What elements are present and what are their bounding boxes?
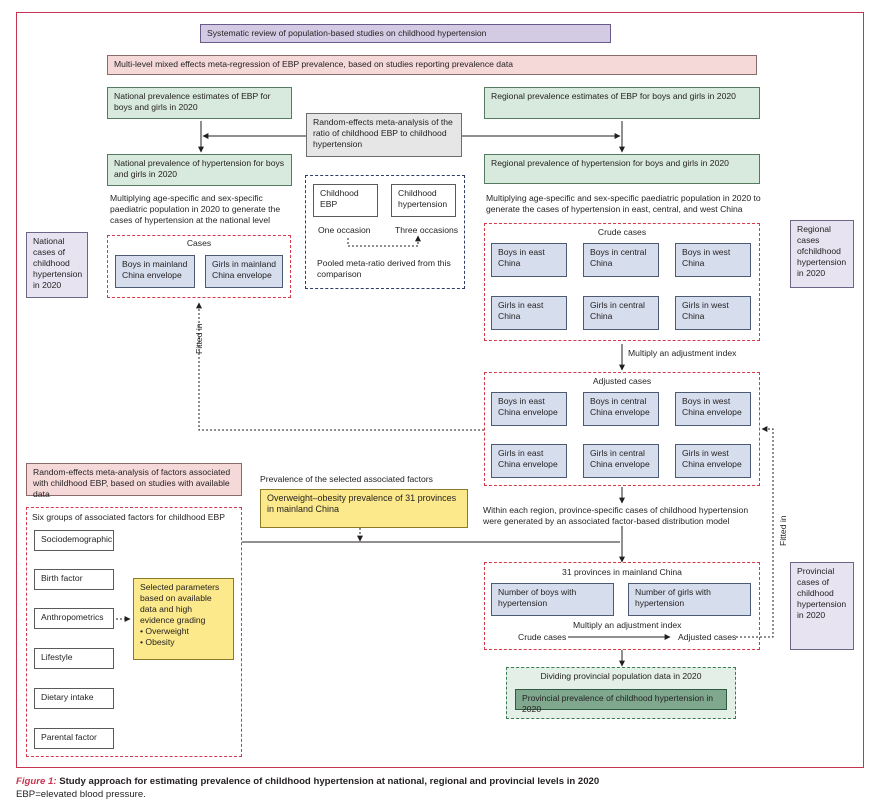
selected-parameters-text: Selected parameters based on available d… [140,582,220,625]
adjusted-boys-west: Boys in west China envelope [675,392,751,426]
one-occasion-label: One occasion [318,225,371,235]
pooled-meta-ratio-text: Pooled meta-ratio derived from this comp… [317,258,451,279]
adjusted-girls-east: Girls in east China envelope [491,444,567,478]
crude-boys-west: Boys in west China [675,243,751,277]
ratio-comparison-group [305,175,465,289]
figure-caption: Figure 1: Study approach for estimating … [16,775,866,801]
adjusted-boys-central: Boys in central China envelope [583,392,659,426]
provincial-boys-box: Number of boys with hypertension [491,583,614,616]
provincial-cases-side-label: Provincial cases of childhood hypertensi… [790,562,854,650]
national-multiplying-text: Multiplying age-specific and sex-specifi… [110,193,281,225]
provincial-crude-cases-label: Crude cases [518,632,567,642]
adjusted-girls-central: Girls in central China envelope [583,444,659,478]
provincial-adjusted-cases-label: Adjusted cases [678,632,737,642]
figure-note: EBP=elevated blood pressure. [16,789,146,800]
fitted-in-national-label: Fitted in [194,323,204,354]
crude-boys-east: Boys in east China [491,243,567,277]
regional-adjustment-label: Multiply an adjustment index [628,348,737,358]
regional-ebp-estimates: Regional prevalence estimates of EBP for… [484,87,760,119]
adjusted-girls-west: Girls in west China envelope [675,444,751,478]
provincial-girls-box: Number of girls with hypertension [628,583,751,616]
adjusted-cases-title: Adjusted cases [592,376,652,386]
ratio-meta-analysis-box: Random-effects meta-analysis of the rati… [306,113,462,157]
crude-girls-east: Girls in east China [491,296,567,330]
six-groups-container [26,507,242,757]
provinces-title: 31 provinces in mainland China [562,567,682,577]
three-occasions-label: Three occasions [395,225,459,235]
national-girls-box: Girls in mainland China envelope [205,255,283,288]
six-groups-title: Six groups of associated factors for chi… [32,512,225,522]
crude-girls-west: Girls in west China [675,296,751,330]
fitted-in-provincial-label: Fitted in [778,515,788,546]
provincial-adjustment-label: Multiply an adjustment index [573,620,682,630]
factor-parental: Parental factor [34,728,114,749]
factors-meta-analysis-box: Random-effects meta-analysis of factors … [26,463,242,499]
regional-cases-side-label: Regional cases ofchildhood hypertension … [790,220,854,288]
adjusted-boys-east: Boys in east China envelope [491,392,567,426]
national-htn-prevalence: National prevalence of hypertension for … [107,154,292,186]
crude-girls-central: Girls in central China [583,296,659,330]
adjusted-cases-group [484,372,760,486]
regional-multiplying-text: Multiplying age-specific and sex-specifi… [486,193,761,214]
bullet-overweight: • Overweight [140,626,189,636]
childhood-ebp-box: Childhood EBP [313,184,378,217]
figure-label: Figure 1: [16,776,57,787]
national-ebp-estimates: National prevalence estimates of EBP for… [107,87,292,119]
crude-boys-central: Boys in central China [583,243,659,277]
provincial-prevalence-box: Provincial prevalence of childhood hyper… [515,689,727,714]
overweight-obesity-box: Overweight–obesity prevalence of 31 prov… [260,489,468,528]
national-cases-side-label: National cases of childhood hypertension… [26,232,88,298]
factor-sociodemographic: Sociodemographic [34,530,114,551]
crude-cases-group [484,223,760,341]
childhood-htn-box: Childhood hypertension [391,184,456,217]
national-boys-box: Boys in mainland China envelope [115,255,195,288]
bullet-obesity: • Obesity [140,637,175,647]
national-cases-title: Cases [186,238,212,248]
factor-anthropometrics: Anthropometrics [34,608,114,629]
factor-birth: Birth factor [34,569,114,590]
provinces-group [484,562,760,650]
systematic-review-box: Systematic review of population-based st… [200,24,611,43]
meta-regression-box: Multi-level mixed effects meta-regressio… [107,55,757,75]
selected-factors-prevalence-label: Prevalence of the selected associated fa… [260,474,433,484]
diagram-frame [16,12,864,768]
factor-dietary-intake: Dietary intake [34,688,114,709]
figure-title: Study approach for estimating prevalence… [59,776,600,787]
selected-parameters-box: Selected parameters based on available d… [133,578,234,660]
dividing-population-text: Dividing provincial population data in 2… [540,671,702,681]
factor-lifestyle: Lifestyle [34,648,114,669]
national-cases-group [107,235,291,298]
within-region-text: Within each region, province-specific ca… [483,505,749,526]
crude-cases-title: Crude cases [597,227,647,237]
regional-htn-prevalence: Regional prevalence of hypertension for … [484,154,760,184]
